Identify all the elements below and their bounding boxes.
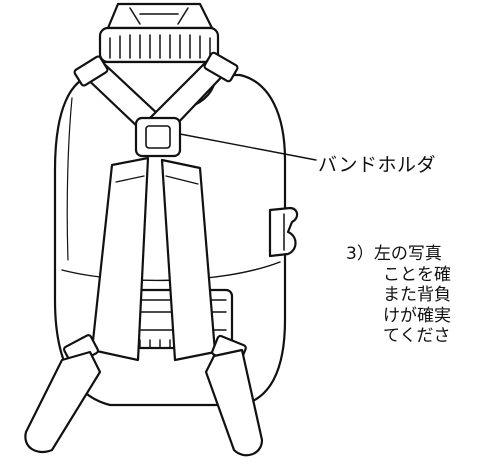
cap-ridges bbox=[109, 34, 211, 59]
step-number: 3） bbox=[346, 244, 374, 264]
strap-tail-right bbox=[204, 348, 264, 457]
cap-top bbox=[106, 2, 214, 30]
instruction-caption: 3）左の写真 ことを確 また背負 けが確実 てくださ bbox=[346, 244, 451, 347]
band-holder-label: バンドホルダ bbox=[318, 154, 436, 176]
tank-inner-edge bbox=[66, 97, 73, 261]
band-holder bbox=[134, 116, 182, 158]
caption-line-1: 3）左の写真 bbox=[346, 244, 442, 264]
cap-inner bbox=[129, 7, 189, 25]
callout-leader bbox=[179, 133, 317, 161]
caption-line-2: ことを確 bbox=[383, 264, 451, 285]
strap-pad-left bbox=[90, 156, 150, 362]
strap-pad-right-seam bbox=[165, 175, 199, 185]
buckle-top-left bbox=[73, 55, 109, 87]
strap-tail-left bbox=[24, 350, 102, 454]
caption-line-5: てくださ bbox=[383, 326, 451, 346]
caption-line-3: また背負 bbox=[383, 285, 451, 305]
buckle-top-right bbox=[203, 51, 239, 83]
caption-line-4: けが確実 bbox=[383, 305, 451, 326]
strap-pad-left-seam bbox=[115, 175, 145, 183]
band-holder-inner bbox=[145, 125, 171, 149]
